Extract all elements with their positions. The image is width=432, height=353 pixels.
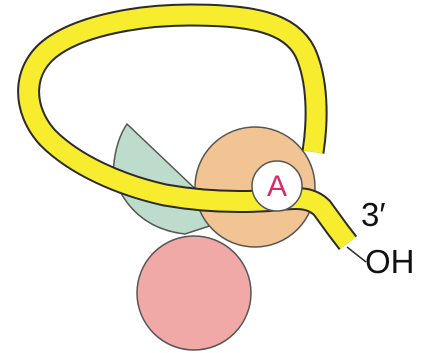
oh-label: OH bbox=[365, 243, 415, 280]
nucleotide-label: A bbox=[267, 170, 287, 203]
oh-pointer-line bbox=[347, 247, 366, 262]
three-prime-label: 3′ bbox=[361, 196, 386, 233]
pink-circle bbox=[137, 236, 251, 350]
